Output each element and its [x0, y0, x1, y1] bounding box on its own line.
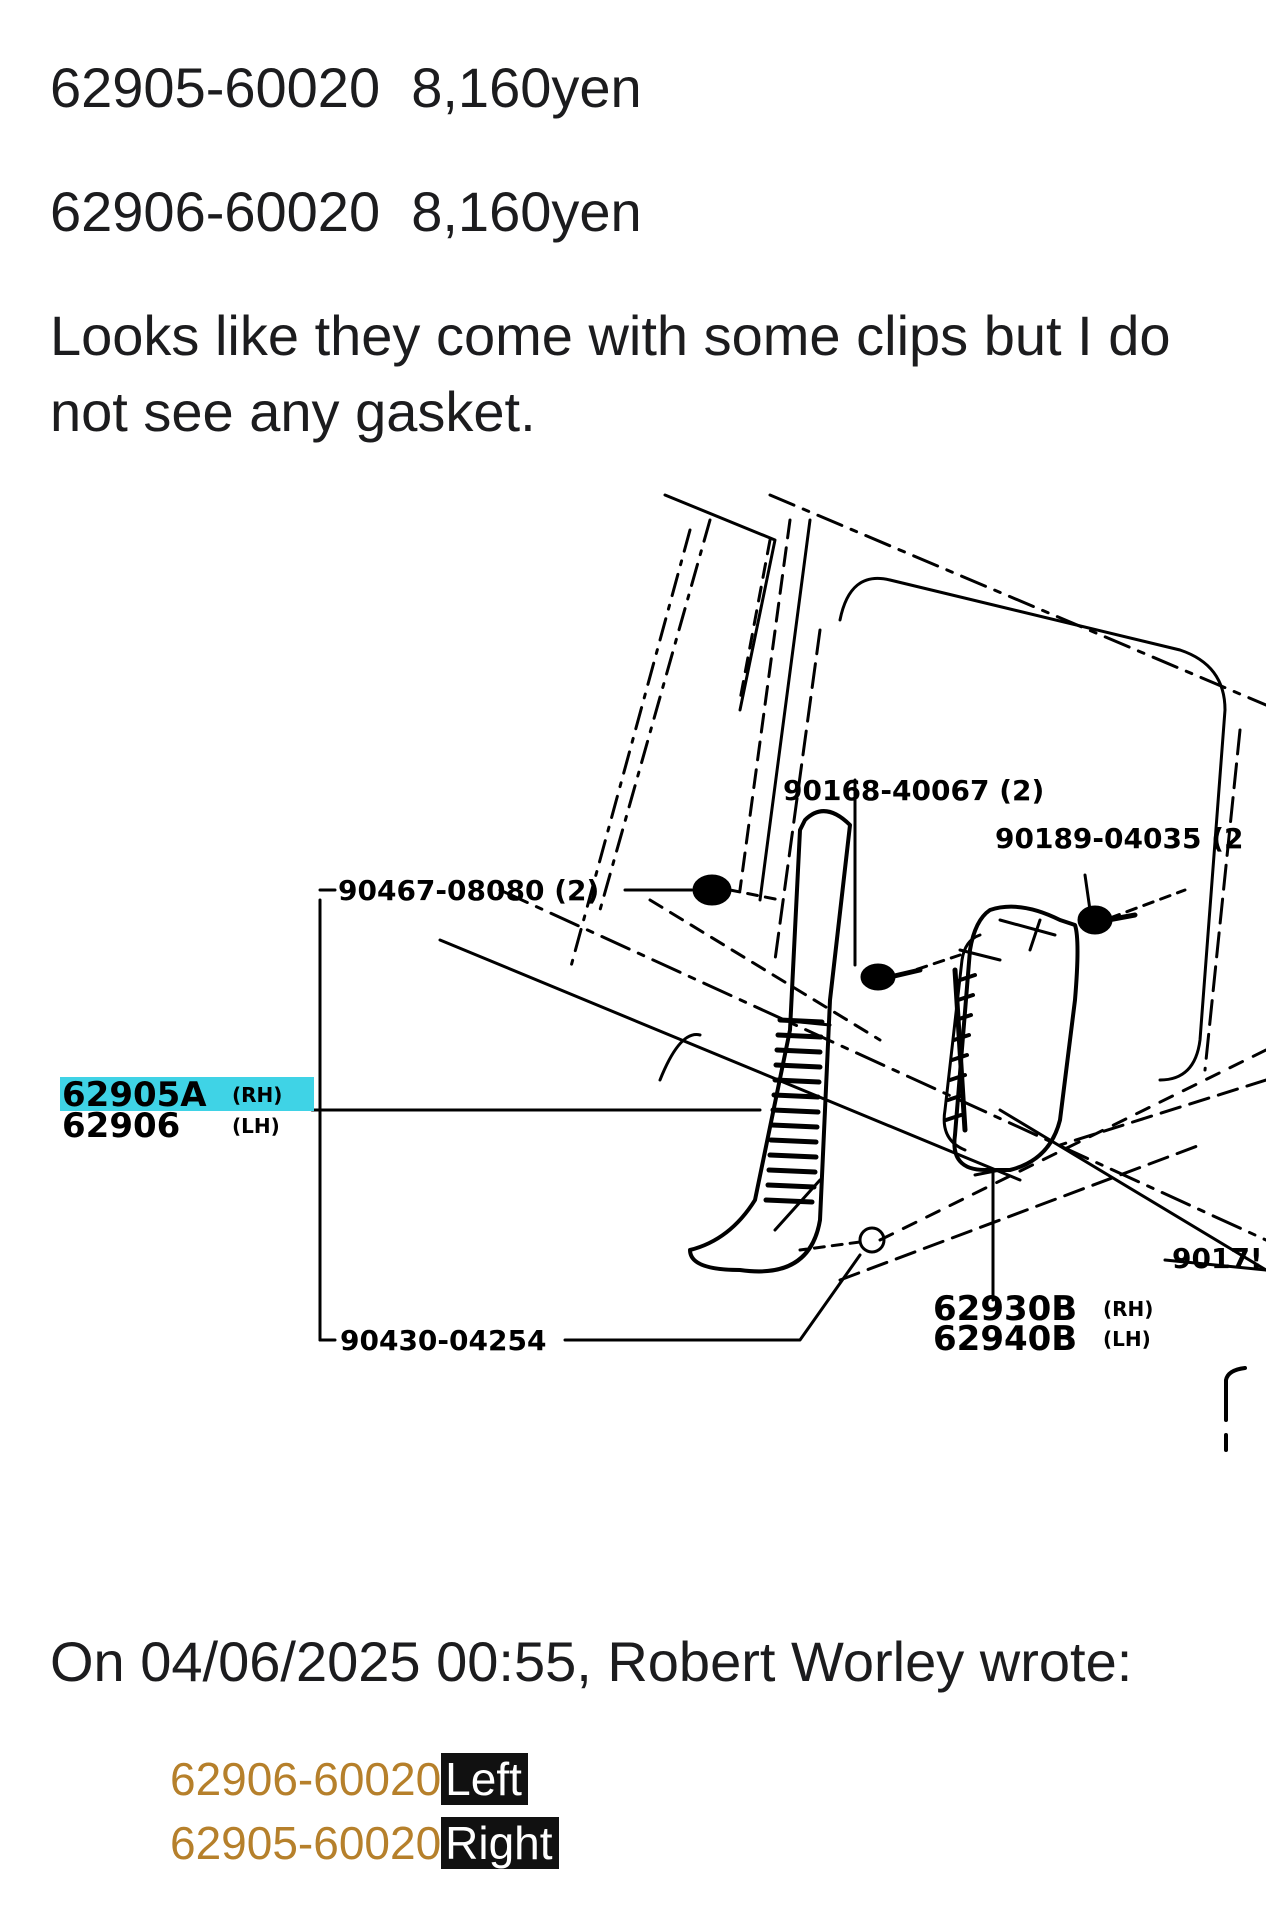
callout-90189-04035: 90189-04035 (2: [995, 822, 1243, 855]
price-line-2-part: 62906-60020: [50, 180, 381, 243]
price-line-1-part: 62905-60020: [50, 56, 381, 119]
callout-62930b-side: (RH): [1103, 1297, 1153, 1321]
message-note: Looks like they come with some clips but…: [50, 304, 1171, 443]
price-line-1: 62905-60020 8,160yen: [50, 50, 642, 126]
callout-62906: 62906: [62, 1106, 180, 1146]
quote-side-left: Left: [441, 1753, 528, 1805]
callout-90430-04254: 90430-04254: [340, 1324, 546, 1357]
quote-part-left: 62906-60020: [170, 1753, 442, 1805]
callout-62905a-side: (RH): [232, 1083, 282, 1107]
price-line-1-price: 8,160yen: [411, 56, 642, 119]
price-line-2-price: 8,160yen: [411, 180, 642, 243]
price-line-2: 62906-60020 8,160yen: [50, 174, 642, 250]
quote-line-left: 62906-60020Left: [170, 1748, 528, 1810]
quote-header: On 04/06/2025 00:55, Robert Worley wrote…: [50, 1630, 1133, 1693]
parts-diagram-image: 90168-40067 (2) 90189-04035 (2 90467-080…: [0, 480, 1266, 1460]
callout-62905a: 62905A: [62, 1075, 207, 1115]
callout-62930b: 62930B: [933, 1289, 1077, 1329]
callout-62940b: 62940B: [933, 1319, 1077, 1359]
quote-part-right: 62905-60020: [170, 1817, 442, 1869]
callout-62906-side: (LH): [232, 1114, 280, 1138]
callout-90168-40067: 90168-40067 (2): [783, 774, 1044, 807]
parts-diagram-svg: 90168-40067 (2) 90189-04035 (2 90467-080…: [60, 493, 1266, 1452]
quote-side-right: Right: [441, 1817, 559, 1869]
callout-9017: 9017!: [1172, 1242, 1263, 1275]
callout-62940b-side: (LH): [1103, 1327, 1151, 1351]
callout-90467-08080: 90467-08080 (2): [338, 874, 599, 907]
highlight-62905a: [60, 1077, 314, 1111]
quote-line-right: 62905-60020Right: [170, 1812, 559, 1874]
